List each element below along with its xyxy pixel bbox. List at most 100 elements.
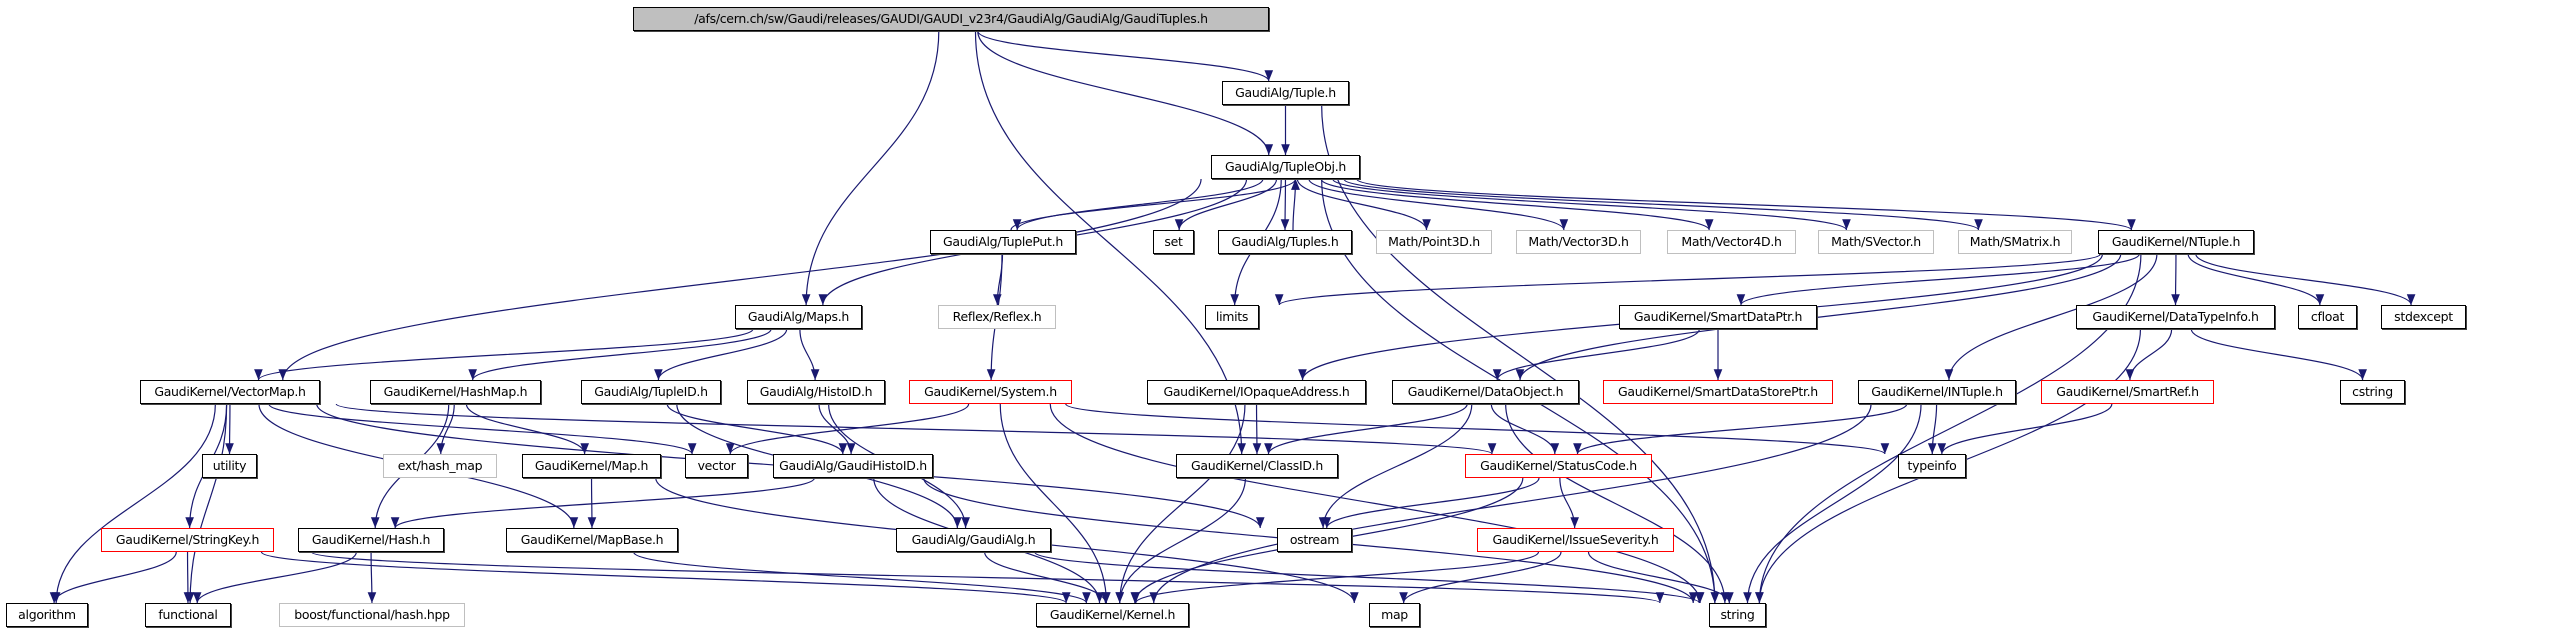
- node-tuples-h[interactable]: GaudiAlg/Tuples.h: [1218, 230, 1352, 254]
- node-iopaqueaddress-h[interactable]: GaudiKernel/IOpaqueAddress.h: [1147, 380, 1366, 404]
- edge-classid-to-kernel: [1115, 477, 1247, 604]
- node-vector[interactable]: vector: [685, 454, 748, 478]
- edge-hashmap-to-map_h: [465, 403, 589, 455]
- edge-system-to-kernel: [999, 403, 1111, 604]
- node-string[interactable]: string: [1709, 603, 1766, 627]
- edge-root-to-maps: [801, 30, 940, 306]
- node-functional[interactable]: functional: [145, 603, 231, 627]
- edge-vectormap-to-statuscode: [335, 403, 1496, 455]
- node-smartref-h[interactable]: GaudiKernel/SmartRef.h: [2041, 380, 2214, 404]
- edge-hashmap-to-exthashmap: [436, 403, 455, 455]
- node-smartdataptr-h[interactable]: GaudiKernel/SmartDataPtr.h: [1619, 305, 1817, 329]
- node-reflex-h[interactable]: Reflex/Reflex.h: [938, 305, 1056, 329]
- node-maps-h[interactable]: GaudiAlg/Maps.h: [735, 305, 862, 329]
- node-tupleobj-h[interactable]: GaudiAlg/TupleObj.h: [1211, 155, 1360, 179]
- node-issueseverity-h[interactable]: GaudiKernel/IssueSeverity.h: [1477, 528, 1674, 552]
- edge-stringkey-to-string: [310, 551, 1664, 604]
- edge-hash-to-boosthash: [367, 551, 377, 604]
- edge-ntuple-to-limits: [1275, 253, 2102, 306]
- edge-smartref-to-typeinfo: [1937, 403, 2113, 455]
- edge-gaudialg-to-string: [1034, 551, 1704, 604]
- node-system-h[interactable]: GaudiKernel/System.h: [909, 380, 1072, 404]
- node-typeinfo[interactable]: typeinfo: [1898, 454, 1966, 478]
- node-math-point3d-h[interactable]: Math/Point3D.h: [1376, 230, 1492, 254]
- node-ext-hash-map[interactable]: ext/hash_map: [383, 454, 497, 478]
- edge-maps-to-tupleid: [654, 328, 788, 381]
- node-statuscode-h[interactable]: GaudiKernel/StatusCode.h: [1465, 454, 1652, 478]
- node-tupleid-h[interactable]: GaudiAlg/TupleID.h: [581, 380, 721, 404]
- edge-iopaque-to-kernel: [1115, 403, 1246, 604]
- node-cstring[interactable]: cstring: [2340, 380, 2405, 404]
- edge-ntuple-to-intuple: [1944, 253, 2158, 381]
- edge-tuples-to-tupleobj: [1291, 178, 1300, 231]
- node-histoid-h[interactable]: GaudiAlg/HistoID.h: [747, 380, 885, 404]
- edge-stringkey-to-kernel: [260, 551, 1071, 604]
- edge-statuscode-to-ostream: [1322, 477, 1540, 529]
- node-kernel-h[interactable]: GaudiKernel/Kernel.h: [1036, 603, 1189, 627]
- edge-system-to-typeinfo: [1065, 403, 1889, 455]
- node-math-smatrix-h[interactable]: Math/SMatrix.h: [1958, 230, 2072, 254]
- edge-dataobject-to-classid: [1264, 403, 1468, 455]
- edge-root-to-tuple: [977, 30, 1273, 82]
- edge-mapbase-to-kernel: [633, 551, 1091, 604]
- edge-dataobject-to-statuscode: [1490, 403, 1560, 455]
- node-tuple-h[interactable]: GaudiAlg/Tuple.h: [1222, 81, 1349, 105]
- edge-system-to-vector: [725, 403, 970, 455]
- edge-statuscode-to-issueseverity: [1559, 477, 1579, 529]
- node-tupleput-h[interactable]: GaudiAlg/TuplePut.h: [930, 230, 1076, 254]
- edge-dataobject-to-ostream: [1318, 403, 1473, 529]
- edge-hash-to-functional: [192, 551, 357, 604]
- node-smartdatastoreptr-h[interactable]: GaudiKernel/SmartDataStorePtr.h: [1603, 380, 1833, 404]
- node-set[interactable]: set: [1153, 230, 1194, 254]
- edge-tupleobj-to-svector: [1332, 178, 1851, 231]
- node-gaudialg-h[interactable]: GaudiAlg/GaudiAlg.h: [896, 528, 1051, 552]
- edge-tupleobj-to-point3d: [1296, 178, 1431, 231]
- node-hashmap-h[interactable]: GaudiKernel/HashMap.h: [370, 380, 541, 404]
- node-intuple-h[interactable]: GaudiKernel/INTuple.h: [1858, 380, 2016, 404]
- edge-intuple-to-typeinfo: [1927, 403, 1938, 455]
- edge-issueseverity-to-kernel: [1131, 551, 1540, 604]
- edge-stringkey-to-algorithm: [49, 551, 177, 604]
- edge-vectormap-to-functional: [185, 403, 228, 604]
- node-ostream[interactable]: ostream: [1277, 528, 1352, 552]
- edge-root-to-tupleobj: [977, 30, 1274, 156]
- edge-gaudialg-to-kernel: [984, 551, 1110, 604]
- edge-tupleobj-to-vectormap: [278, 178, 1202, 381]
- node-stdexcept[interactable]: stdexcept: [2381, 305, 2466, 329]
- edge-ntuple-to-cfloat: [2187, 253, 2325, 306]
- node-stringkey-h[interactable]: GaudiKernel/StringKey.h: [101, 528, 274, 552]
- edge-intuple-to-statuscode: [1573, 403, 1908, 455]
- edge-tupleobj-to-vector3d: [1308, 178, 1569, 231]
- node-cfloat[interactable]: cfloat: [2298, 305, 2357, 329]
- edge-tupleobj-to-set: [1174, 178, 1278, 231]
- edge-issueseverity-to-map: [1399, 551, 1562, 604]
- edge-datatypeinfo-to-cstring: [2190, 328, 2367, 381]
- edge-tupleobj-to-tupleput: [1012, 178, 1264, 231]
- node-mapbase-h[interactable]: GaudiKernel/MapBase.h: [506, 528, 678, 552]
- node-gaudihistoid-h[interactable]: GaudiAlg/GaudiHistoID.h: [773, 454, 933, 478]
- node-limits[interactable]: limits: [1205, 305, 1259, 329]
- edge-tupleid-to-gaudihistoid: [666, 403, 848, 455]
- node-map[interactable]: map: [1369, 603, 1420, 627]
- edge-tupleobj-to-ntuple: [1356, 178, 2136, 231]
- node-hash-h[interactable]: GaudiKernel/Hash.h: [298, 528, 444, 552]
- edge-maps-to-histoid: [799, 328, 820, 381]
- node-math-vector3d-h[interactable]: Math/Vector3D.h: [1516, 230, 1641, 254]
- node-dataobject-h[interactable]: GaudiKernel/DataObject.h: [1392, 380, 1579, 404]
- node-classid-h[interactable]: GaudiKernel/ClassID.h: [1176, 454, 1338, 478]
- node-map-h[interactable]: GaudiKernel/Map.h: [522, 454, 661, 478]
- node-math-vector4d-h[interactable]: Math/Vector4D.h: [1667, 230, 1796, 254]
- node-datatypeinfo-h[interactable]: GaudiKernel/DataTypeInfo.h: [2076, 305, 2275, 329]
- edge-intuple-to-string: [1743, 403, 1922, 604]
- node-math-svector-h[interactable]: Math/SVector.h: [1818, 230, 1934, 254]
- node-boost-functional-hash-hpp[interactable]: boost/functional/hash.hpp: [279, 603, 465, 627]
- node-ntuple-h[interactable]: GaudiKernel/NTuple.h: [2098, 230, 2254, 254]
- root-file-node: /afs/cern.ch/sw/Gaudi/releases/GAUDI/GAU…: [633, 7, 1269, 31]
- edge-ntuple-to-stdexcept: [2195, 253, 2416, 306]
- node-vectormap-h[interactable]: GaudiKernel/VectorMap.h: [140, 380, 320, 404]
- edge-datatypeinfo-to-smartref: [2125, 328, 2173, 381]
- edge-smartdataptr-to-dataobject: [1492, 328, 1700, 381]
- node-algorithm[interactable]: algorithm: [6, 603, 88, 627]
- node-utility[interactable]: utility: [202, 454, 257, 478]
